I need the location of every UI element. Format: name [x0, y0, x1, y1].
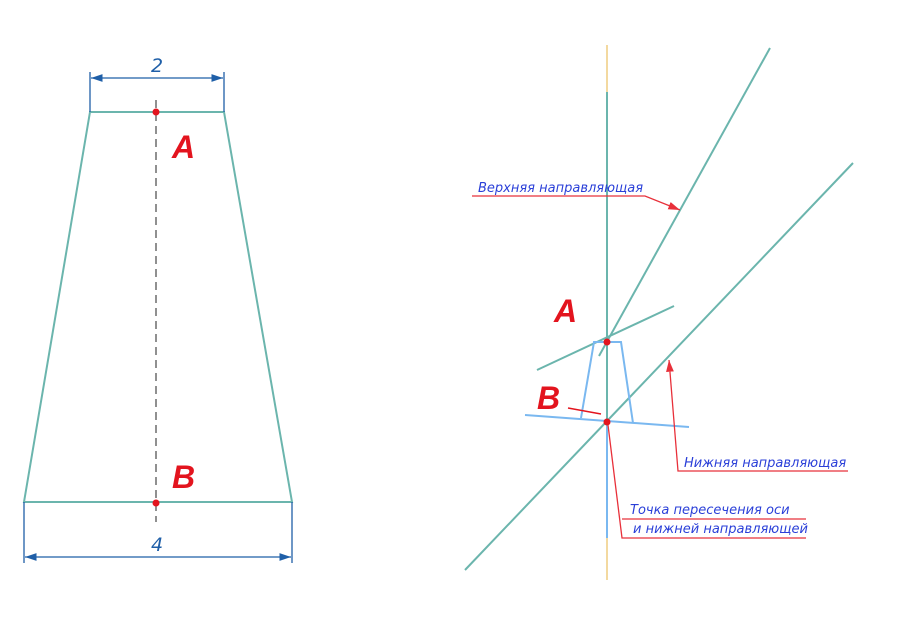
- point-b-marker: [152, 499, 160, 507]
- point-b-label: B: [172, 459, 195, 495]
- intersection-callout: Точка пересечения оси и нижней направляю…: [607, 424, 808, 539]
- tangent-line-a: [536, 305, 675, 371]
- lower-guide-line: [464, 162, 854, 571]
- dimension-top-value: 2: [151, 55, 163, 77]
- dimension-bottom-value: 4: [151, 534, 163, 556]
- intersection-label-line1: Точка пересечения оси: [630, 503, 790, 518]
- lower-guide-callout: Нижняя направляющая: [666, 359, 848, 472]
- intersection-label-line2: и нижней направляющей: [633, 522, 808, 537]
- top-dimension: 2: [89, 55, 225, 112]
- point-a-marker: [152, 108, 160, 116]
- point-a-marker: [603, 338, 611, 346]
- point-b-marker: [603, 418, 611, 426]
- point-a-label: A: [171, 129, 195, 165]
- point-a-label: A: [553, 293, 577, 329]
- left-view: 2 4 A B: [22, 55, 294, 563]
- trapezoid-outline: [22, 111, 294, 503]
- point-b-tick: [567, 407, 602, 415]
- lower-guide-label: Нижняя направляющая: [684, 456, 846, 471]
- upper-guide-callout: Верхняя направляющая: [472, 181, 681, 211]
- right-view: A B Верхняя направляющая Нижняя направля…: [464, 45, 854, 580]
- upper-guide-label: Верхняя направляющая: [478, 181, 643, 196]
- point-b-label: B: [537, 380, 560, 416]
- bottom-dimension: 4: [23, 502, 293, 563]
- upper-guide-line: [598, 47, 771, 357]
